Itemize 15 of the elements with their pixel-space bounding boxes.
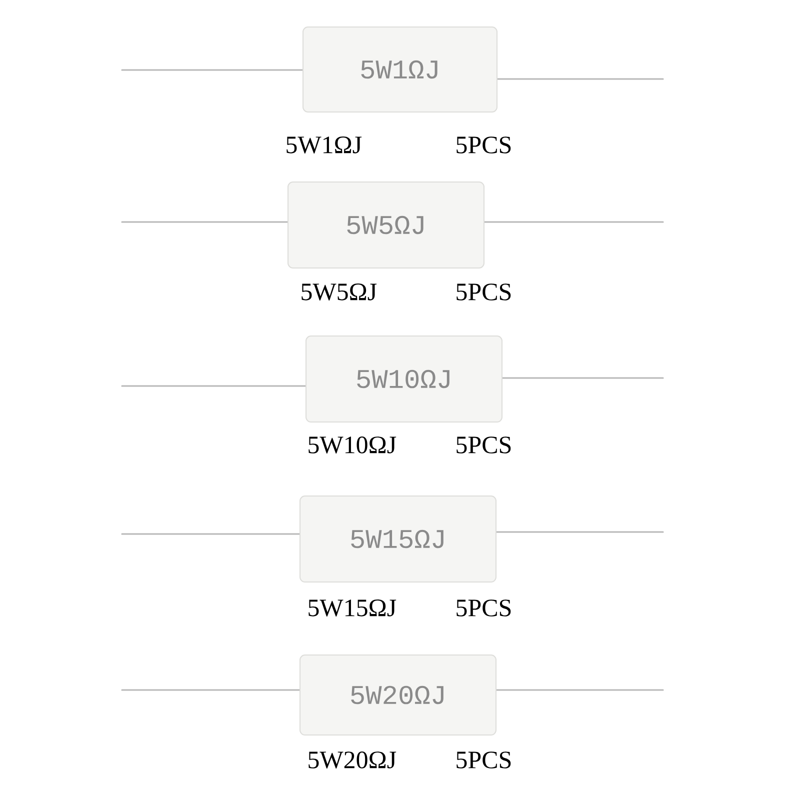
resistor-body: 5W5ΩJ [288, 182, 484, 268]
value-label: 5PCS [456, 136, 511, 154]
value-label: 5W10ΩJ [308, 436, 396, 454]
resistor-body: 5W20ΩJ [300, 654, 496, 736]
value-label: 5PCS [456, 284, 511, 300]
value-label: 5W20ΩJ [308, 752, 396, 768]
resistor-body: 5W15ΩJ [300, 496, 496, 582]
value-label: 5W5ΩJ [302, 284, 377, 300]
resistor-body: 5W10ΩJ [306, 336, 502, 422]
value-label: 5PCS [456, 600, 511, 616]
value-label: 5PCS [456, 436, 511, 454]
value-label: 5W15ΩJ [308, 600, 396, 616]
value-label: 5W1ΩJ [286, 136, 362, 154]
resistor-body: 5W1ΩJ [302, 26, 498, 112]
value-label: 5PCS [456, 752, 511, 768]
